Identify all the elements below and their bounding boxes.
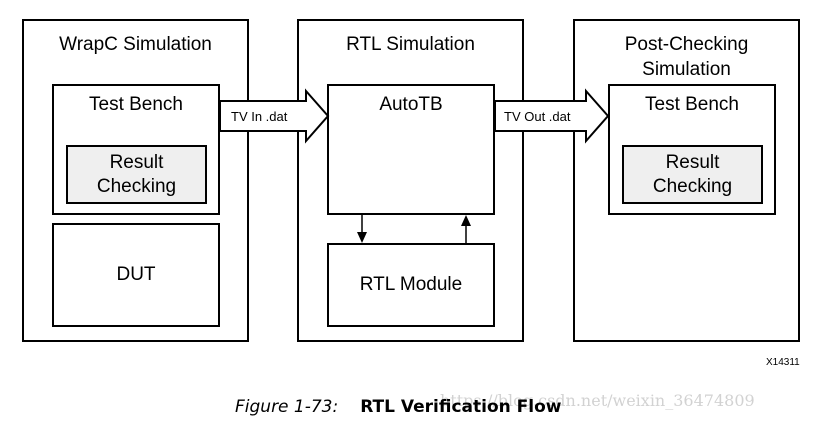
post-checking-title-line1: Post-Checking xyxy=(624,34,749,55)
tv-out-label: TV Out .dat xyxy=(504,109,571,124)
post-checking-title-line2: Simulation xyxy=(642,59,731,80)
post-result-line1: Result xyxy=(665,152,720,173)
tv-in-label: TV In .dat xyxy=(231,109,288,124)
rtl-module-box: RTL Module xyxy=(327,243,495,327)
figure-caption: Figure 1-73: RTL Verification Flow xyxy=(235,395,562,418)
down-arrow-head xyxy=(357,232,367,243)
figure-id-code: X14311 xyxy=(766,357,800,368)
autotb-label: AutoTB xyxy=(379,94,443,115)
tv-out-block-arrow xyxy=(494,88,610,144)
wrapc-result-checking-box: Result Checking xyxy=(66,145,207,204)
wrapc-result-line1: Result xyxy=(109,152,164,173)
wrapc-simulation-title: WrapC Simulation xyxy=(59,34,212,55)
figure-number: Figure 1-73: xyxy=(235,397,339,417)
rtl-module-label: RTL Module xyxy=(359,274,463,295)
rtl-simulation-title: RTL Simulation xyxy=(346,34,475,55)
up-arrow-head xyxy=(461,215,471,226)
dut-box: DUT xyxy=(52,223,220,327)
wrapc-result-line2: Checking xyxy=(96,176,177,197)
post-test-bench-label: Test Bench xyxy=(645,94,739,115)
tv-in-block-arrow xyxy=(219,88,330,144)
post-result-checking-box: Result Checking xyxy=(622,145,763,204)
dut-label: DUT xyxy=(116,264,156,285)
autotb-box: AutoTB xyxy=(327,84,495,215)
wrapc-test-bench-label: Test Bench xyxy=(89,94,183,115)
post-result-line2: Checking xyxy=(652,176,733,197)
watermark-text: https://blog.csdn.net/weixin_36474809 xyxy=(440,391,755,410)
figure-title: RTL Verification Flow xyxy=(360,397,562,417)
